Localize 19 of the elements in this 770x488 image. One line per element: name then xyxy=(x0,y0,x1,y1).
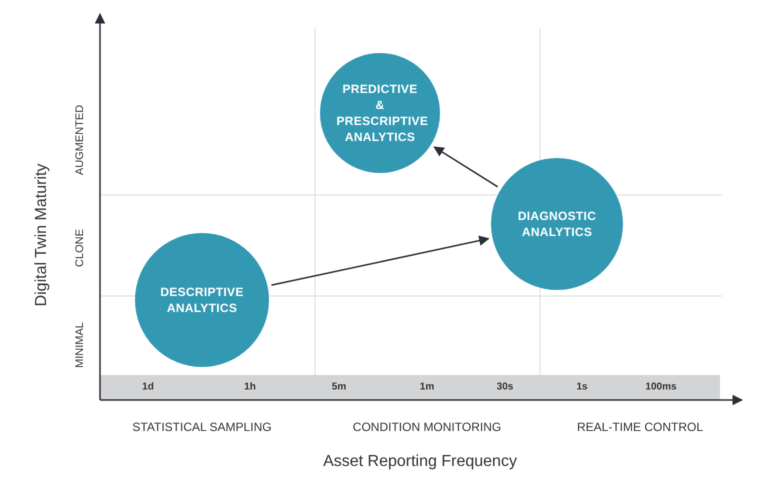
tick-label: 30s xyxy=(496,382,514,392)
tick-label: 1h xyxy=(244,382,256,392)
circle-label: DESCRIPTIVE ANALYTICS xyxy=(159,284,245,316)
tick-label: 1d xyxy=(142,382,154,392)
tick-label: 1s xyxy=(576,382,588,392)
axis-title: Asset Reporting Frequency xyxy=(323,453,517,471)
tick-label: 5m xyxy=(332,382,346,392)
arrow xyxy=(433,146,498,188)
category-label: CONDITION MONITORING xyxy=(352,420,502,434)
category-label: STATISTICAL SAMPLING xyxy=(132,420,272,434)
category-label: REAL-TIME CONTROL xyxy=(577,420,703,434)
maturity-level-label: AUGMENTED xyxy=(74,104,86,176)
maturity-level-label: CLONE xyxy=(74,229,86,267)
axis-title: Digital Twin Maturity xyxy=(33,164,51,306)
arrow xyxy=(271,236,490,286)
tick-label: 1m xyxy=(420,382,434,392)
maturity-level-label: MINIMAL xyxy=(74,322,86,368)
circle-label: DIAGNOSTIC ANALYTICS xyxy=(516,208,598,240)
tick-label: 100ms xyxy=(645,382,677,392)
